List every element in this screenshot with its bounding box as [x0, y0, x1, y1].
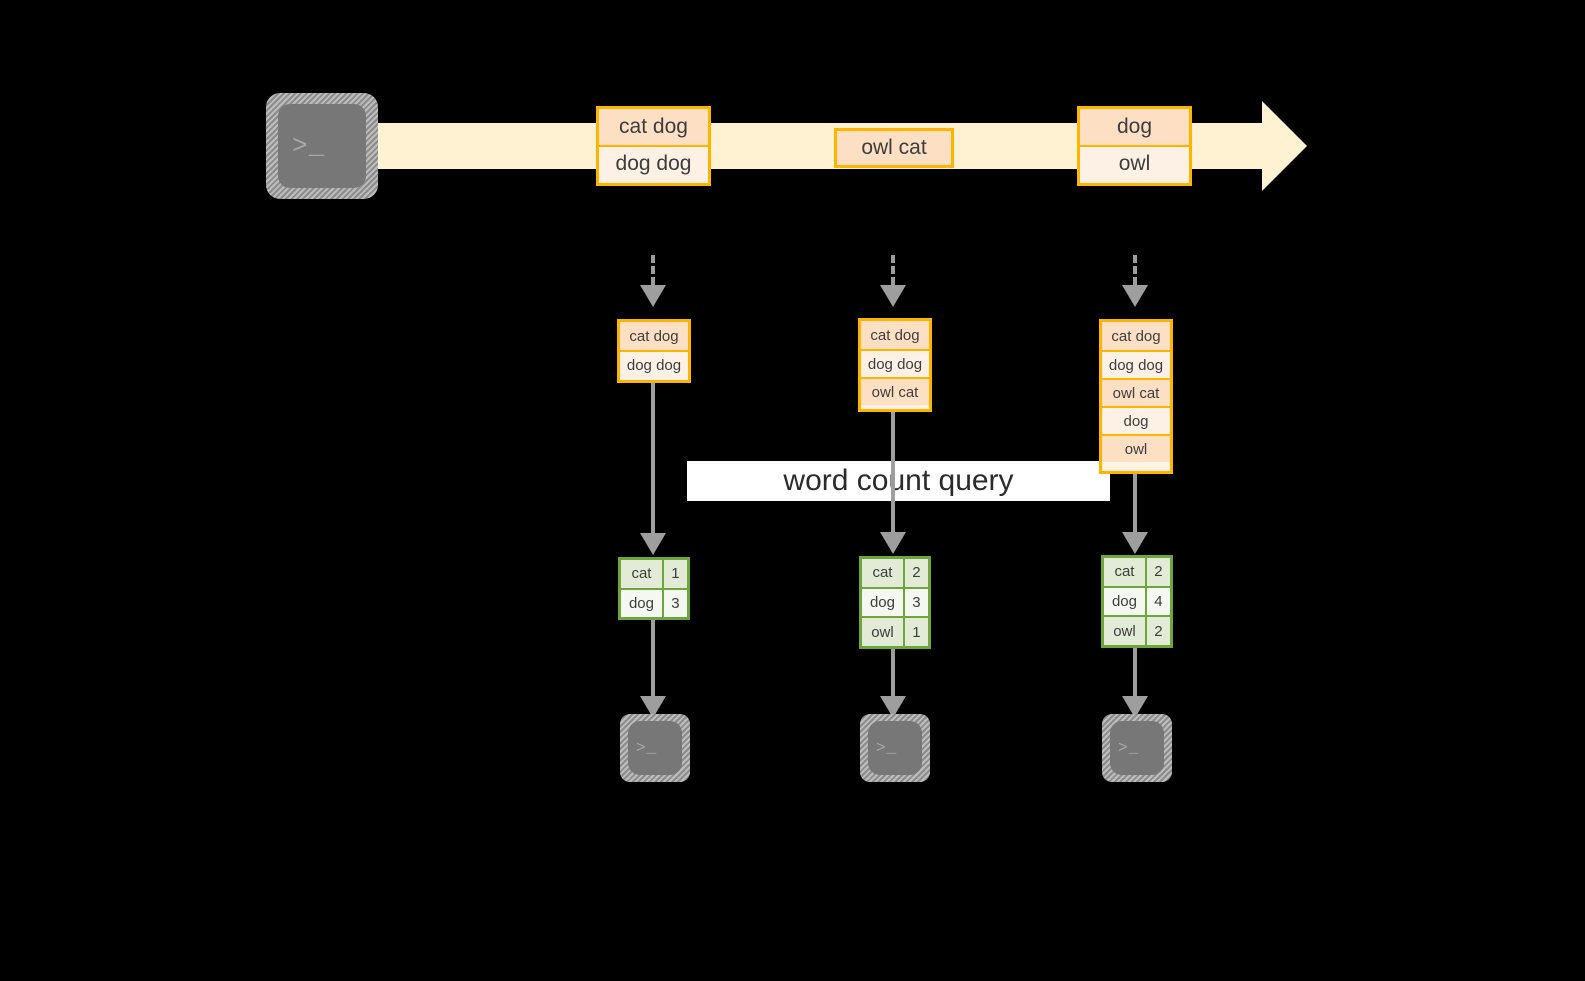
table-row: dog 4	[1104, 585, 1170, 616]
snapshot-2-ingest-arrow	[878, 255, 908, 307]
snapshot-3-sink-terminal[interactable]: >_	[1102, 714, 1172, 782]
snapshot-3-result-word-3: owl	[1113, 622, 1136, 640]
timeline-event-2[interactable]: owl cat	[834, 128, 954, 168]
query-label: word count query	[783, 464, 1014, 497]
snapshot-1-query-arrow	[638, 383, 668, 555]
snapshot-3-ingest-arrow	[1120, 255, 1150, 307]
producer-terminal-screen: >_	[278, 104, 366, 188]
table-row: cat 2	[862, 559, 928, 587]
snapshot-3-log-line-3: owl cat	[1102, 378, 1170, 406]
terminal-prompt-icon: >_	[1118, 739, 1140, 757]
snapshot-2-query-arrow	[878, 412, 908, 554]
terminal-prompt-icon: >_	[876, 739, 898, 757]
producer-terminal[interactable]: >_	[266, 93, 378, 199]
snapshot-3-result-count-1: 2	[1144, 558, 1170, 586]
snapshot-3-log[interactable]: cat dog dog dog owl cat dog owl	[1099, 319, 1173, 474]
snapshot-1-result-table[interactable]: cat 1 dog 3	[618, 557, 690, 620]
table-row: owl 1	[862, 616, 928, 647]
query-label-band: word count query	[687, 461, 1110, 501]
snapshot-3-log-line-1: cat dog	[1102, 322, 1170, 350]
snapshot-3-log-line-4: dog	[1102, 406, 1170, 434]
snapshot-1-result-word-1: cat	[631, 565, 652, 583]
snapshot-2-result-count-3: 1	[902, 618, 928, 647]
snapshot-3-query-arrow	[1120, 474, 1150, 554]
snapshot-1-log-line-2: dog dog	[620, 350, 688, 378]
snapshot-3-result-count-3: 2	[1144, 617, 1170, 646]
snapshot-2-result-word-1: cat	[872, 564, 893, 582]
snapshot-2-result-count-1: 2	[902, 559, 928, 587]
timeline-event-2-line-1: owl cat	[837, 131, 951, 165]
snapshot-3-log-line-5: owl	[1102, 434, 1170, 462]
snapshot-2-log-line-2: dog dog	[861, 349, 929, 377]
snapshot-1-log[interactable]: cat dog dog dog	[617, 319, 691, 383]
table-row: owl 2	[1104, 615, 1170, 646]
timeline-event-1[interactable]: cat dog dog dog	[596, 106, 711, 186]
timeline-event-3-line-1: dog	[1080, 109, 1189, 145]
snapshot-2-log-line-1: cat dog	[861, 321, 929, 349]
snapshot-3-result-count-2: 4	[1144, 587, 1170, 616]
snapshot-1-result-count-1: 1	[661, 560, 687, 588]
snapshot-1-output-arrow	[638, 620, 668, 718]
table-row: cat 1	[621, 560, 687, 588]
snapshot-1-sink-terminal[interactable]: >_	[620, 714, 690, 782]
snapshot-2-result-count-2: 3	[902, 588, 928, 617]
table-row: dog 3	[862, 586, 928, 617]
snapshot-3-output-arrow	[1120, 648, 1150, 718]
snapshot-1-log-line-1: cat dog	[620, 322, 688, 350]
timeline-arrowhead	[1262, 101, 1307, 191]
snapshot-3-result-word-2: dog	[1111, 593, 1137, 610]
terminal-prompt-icon: >_	[292, 131, 326, 161]
snapshot-1-sink-screen: >_	[628, 721, 682, 775]
table-row: cat 2	[1104, 558, 1170, 586]
timeline-event-3[interactable]: dog owl	[1077, 106, 1192, 186]
snapshot-2-output-arrow	[878, 649, 908, 718]
snapshot-2-result-word-3: owl	[871, 623, 894, 641]
snapshot-2-sink-terminal[interactable]: >_	[860, 714, 930, 782]
terminal-prompt-icon: >_	[636, 739, 658, 757]
timeline-event-1-line-2: dog dog	[599, 145, 708, 181]
snapshot-3-result-table[interactable]: cat 2 dog 4 owl 2	[1101, 555, 1173, 648]
snapshot-1-result-count-2: 3	[661, 589, 687, 617]
table-row: dog 3	[621, 587, 687, 617]
snapshot-1-result-word-2: dog	[628, 594, 654, 612]
snapshot-3-log-line-2: dog dog	[1102, 350, 1170, 378]
snapshot-3-result-word-1: cat	[1114, 563, 1135, 581]
timeline-event-3-line-2: owl	[1080, 145, 1189, 181]
snapshot-2-log[interactable]: cat dog dog dog owl cat	[858, 318, 932, 412]
timeline-event-1-line-1: cat dog	[599, 109, 708, 145]
snapshot-2-result-word-2: dog	[869, 594, 895, 611]
snapshot-2-log-line-3: owl cat	[861, 377, 929, 405]
snapshot-2-result-table[interactable]: cat 2 dog 3 owl 1	[859, 556, 931, 649]
snapshot-2-sink-screen: >_	[868, 721, 922, 775]
snapshot-3-sink-screen: >_	[1110, 721, 1164, 775]
snapshot-1-ingest-arrow	[638, 255, 668, 307]
